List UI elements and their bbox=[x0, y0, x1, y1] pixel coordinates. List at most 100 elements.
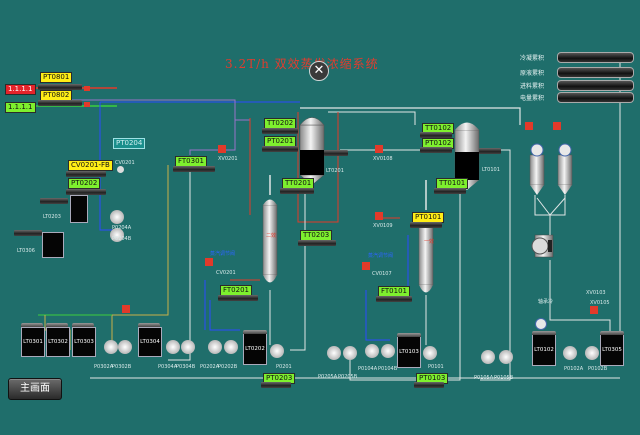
pt0103-bar bbox=[414, 382, 444, 388]
valve-icon bbox=[84, 86, 90, 91]
lt0103-tank[interactable]: LT0103 bbox=[397, 336, 421, 368]
valve-icon[interactable] bbox=[362, 262, 370, 270]
pipe-eff1-side bbox=[349, 180, 461, 381]
tank-cap bbox=[46, 323, 68, 327]
lt0304-tank[interactable]: LT0304 bbox=[138, 327, 162, 357]
tt0201-bar bbox=[280, 188, 314, 194]
valve-icon[interactable] bbox=[590, 306, 598, 314]
pt0202-tag[interactable]: PT0202 bbox=[68, 178, 101, 189]
tank-cap bbox=[532, 331, 556, 335]
pt0204-indicator[interactable]: PT0204 bbox=[113, 138, 146, 149]
page-title: 3.2T/h 双效蒸发浓缩系统 bbox=[225, 57, 379, 71]
agitator-icon bbox=[558, 143, 572, 157]
pipe-vapor-1 bbox=[328, 111, 416, 125]
lt0202-label: LT0202 bbox=[245, 346, 265, 352]
lt0202-tank[interactable]: LT0202 bbox=[243, 333, 267, 365]
xv0109-label: XV0109 bbox=[373, 223, 393, 229]
lt0301-tank[interactable]: LT0301 bbox=[21, 327, 45, 357]
lt0302-tank[interactable]: LT0302 bbox=[46, 327, 70, 357]
lt0102-tank[interactable]: LT0102 bbox=[532, 334, 556, 366]
pump-icon[interactable] bbox=[270, 344, 284, 358]
valve-icon[interactable] bbox=[375, 212, 383, 220]
ft0301-bar bbox=[173, 166, 215, 172]
pump-icon[interactable] bbox=[224, 340, 238, 354]
effect2-label: 二效 bbox=[266, 233, 277, 239]
pipe-steam-header bbox=[300, 107, 521, 125]
raw-liquid-total-button[interactable] bbox=[557, 67, 634, 78]
pump-icon[interactable] bbox=[166, 340, 180, 354]
pump-icon[interactable] bbox=[423, 346, 437, 360]
close-button[interactable]: ✕ bbox=[309, 61, 329, 81]
condensate-total-label: 冷凝累积 bbox=[520, 55, 545, 62]
p0105b-label: P0105B bbox=[494, 375, 514, 381]
pipe-red-2 bbox=[297, 112, 339, 223]
condenser-b bbox=[557, 154, 573, 195]
pump-icon[interactable] bbox=[104, 340, 118, 354]
p0202a-label: P0202A bbox=[200, 364, 220, 370]
lt0203-tank[interactable] bbox=[70, 195, 88, 223]
tt0102-bar bbox=[420, 132, 452, 138]
lt0305-tank[interactable]: LT0305 bbox=[600, 334, 624, 366]
pump-icon[interactable] bbox=[381, 344, 395, 358]
xv0105-label: XV0105 bbox=[590, 300, 610, 306]
condensate-total-button[interactable] bbox=[557, 52, 634, 63]
pump-icon[interactable] bbox=[118, 340, 132, 354]
pipe-olive bbox=[111, 165, 169, 350]
pump-icon[interactable] bbox=[481, 350, 495, 364]
valve-icon[interactable] bbox=[205, 258, 213, 266]
agitator-icon bbox=[535, 318, 547, 330]
p0205b-label: P0205B bbox=[338, 374, 358, 380]
cv0201-fb-bar bbox=[66, 171, 106, 177]
effect1-heater bbox=[418, 218, 434, 293]
lt0203-bar bbox=[40, 198, 68, 204]
valve-icon[interactable] bbox=[375, 145, 383, 153]
p0102b-label: P0102B bbox=[588, 366, 608, 372]
valve-icon[interactable] bbox=[525, 122, 533, 130]
steam-valve-label-2: 蒸汽调节阀 bbox=[368, 253, 394, 259]
lt0306-tank[interactable] bbox=[42, 232, 64, 258]
valve-icon[interactable] bbox=[553, 122, 561, 130]
lt0306-label: LT0306 bbox=[17, 248, 35, 254]
effect1-label: 一效 bbox=[424, 239, 435, 245]
pt0801-tag[interactable]: PT0801 bbox=[40, 72, 73, 83]
effect2-separator bbox=[299, 117, 325, 186]
pump-icon[interactable] bbox=[499, 350, 513, 364]
pump-icon[interactable] bbox=[181, 340, 195, 354]
pump-icon[interactable] bbox=[365, 344, 379, 358]
pump-icon[interactable] bbox=[327, 346, 341, 360]
pump-icon[interactable] bbox=[110, 210, 124, 224]
lt0201-label: LT0201 bbox=[326, 168, 344, 174]
lt0103-label: LT0103 bbox=[399, 349, 419, 355]
pump-icon[interactable] bbox=[343, 346, 357, 360]
p0302b-label: P0302B bbox=[112, 364, 132, 370]
pipe-left-eff-a bbox=[168, 170, 191, 361]
signal-green-tag: 1.1.1.1 bbox=[5, 102, 36, 113]
power-total-label: 电量累积 bbox=[520, 95, 545, 102]
lt0101-label: LT0101 bbox=[482, 167, 500, 173]
lt0303-tank[interactable]: LT0303 bbox=[72, 327, 96, 357]
home-screen-button[interactable]: 主画面 bbox=[8, 378, 62, 400]
pipe-right-tail bbox=[549, 260, 611, 340]
p0204a-label: P0204A bbox=[112, 225, 132, 231]
cv0201b-label: CV0201 bbox=[216, 270, 236, 276]
cv0201-fb-tag[interactable]: CV0201-FB bbox=[68, 160, 113, 171]
xv0103-label: XV0103 bbox=[586, 290, 606, 296]
lt0305-label: LT0305 bbox=[602, 347, 622, 353]
feed-total-label: 进料累积 bbox=[520, 83, 545, 90]
p0302a-label: P0302A bbox=[94, 364, 114, 370]
pump-icon[interactable] bbox=[585, 346, 599, 360]
control-valve-icon[interactable] bbox=[117, 166, 124, 173]
lt0301-label: LT0301 bbox=[23, 339, 43, 345]
cv0107-label: CV0107 bbox=[372, 271, 392, 277]
pump-icon[interactable] bbox=[563, 346, 577, 360]
power-total-button[interactable] bbox=[557, 92, 634, 103]
p0101-label: P0101 bbox=[428, 364, 444, 370]
pump-icon[interactable] bbox=[110, 228, 124, 242]
pump-icon[interactable] bbox=[208, 340, 222, 354]
valve-icon[interactable] bbox=[122, 305, 130, 313]
valve-icon[interactable] bbox=[218, 145, 226, 153]
feed-total-button[interactable] bbox=[557, 80, 634, 91]
tank-cap bbox=[72, 323, 94, 327]
p0202b-label: P0202B bbox=[218, 364, 238, 370]
